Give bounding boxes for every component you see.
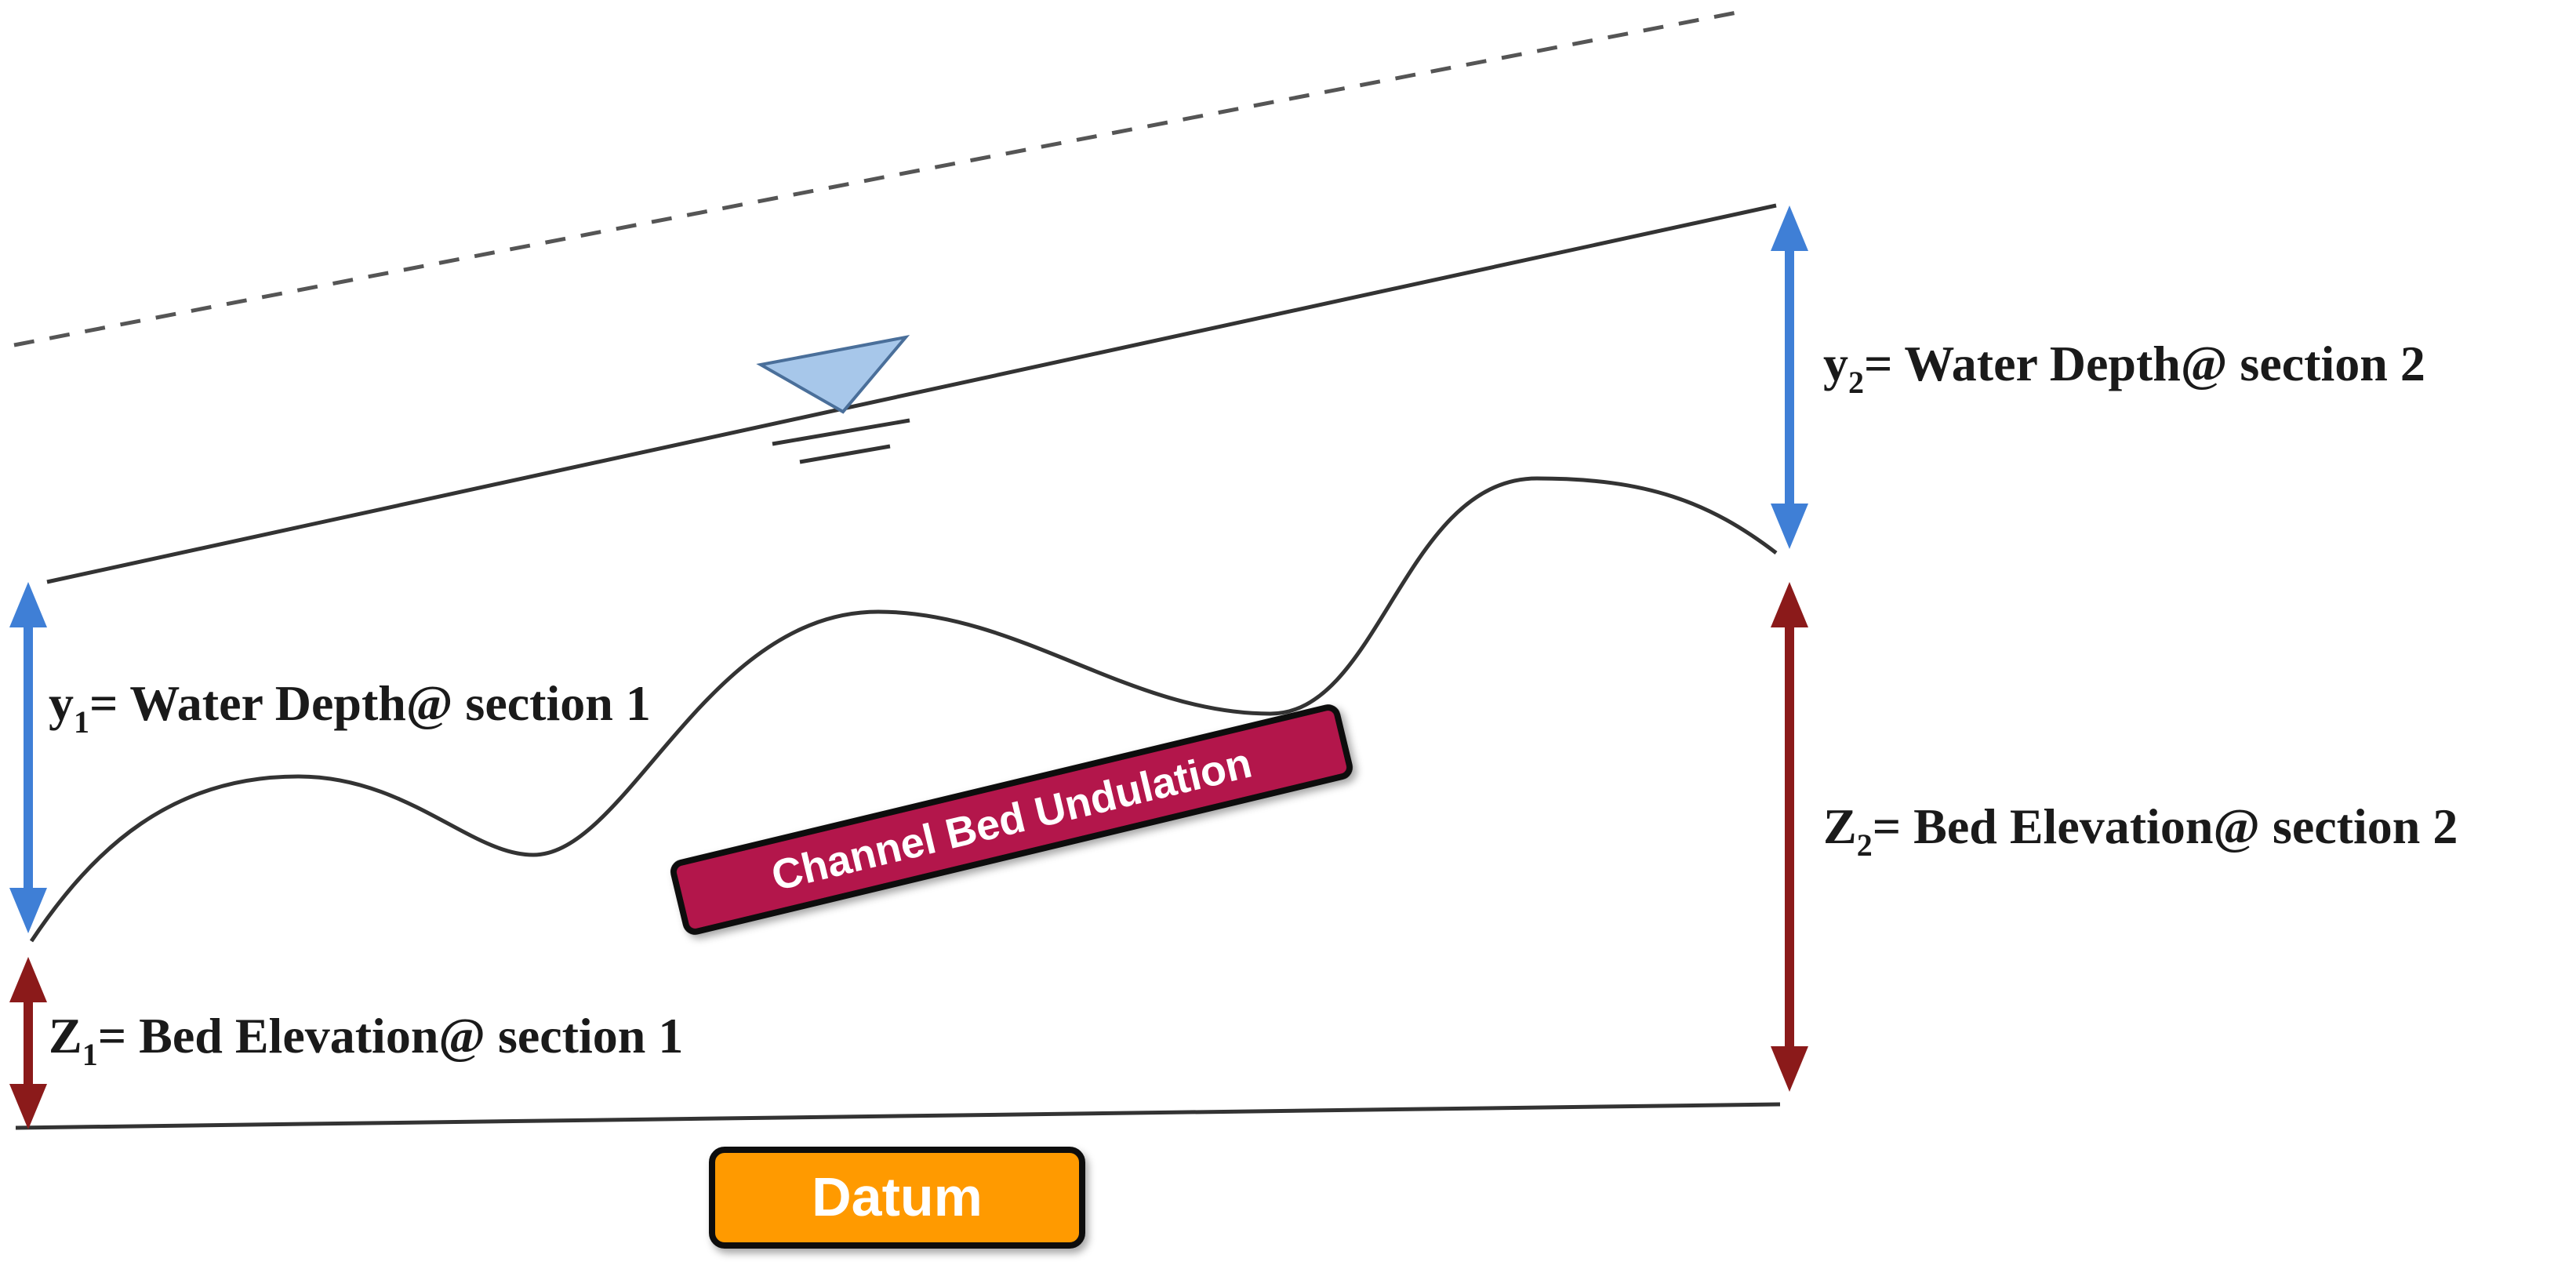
datum-text: Datum bbox=[812, 1166, 983, 1227]
z1-label: Z1= Bed Elevation@ section 1 bbox=[49, 1008, 683, 1072]
energy-grade-line bbox=[13, 9, 1742, 347]
y2-water-depth-arrow bbox=[1771, 205, 1808, 549]
water-surface-triangle-icon bbox=[756, 334, 910, 464]
datum-badge: Datum bbox=[709, 1147, 1085, 1249]
channel-bed-curve bbox=[29, 476, 1778, 943]
y1-water-depth-arrow bbox=[9, 582, 47, 933]
y1-label: y1= Water Depth@ section 1 bbox=[49, 675, 651, 740]
z2-label: Z2= Bed Elevation@ section 2 bbox=[1823, 798, 2458, 863]
z1-bed-elevation-arrow bbox=[9, 957, 47, 1129]
channel-bed-undulation-text: Channel Bed Undulation bbox=[767, 740, 1256, 900]
water-surface-line bbox=[46, 203, 1777, 584]
channel-bed-undulation-badge: Channel Bed Undulation bbox=[670, 704, 1353, 935]
z2-bed-elevation-arrow bbox=[1771, 582, 1808, 1092]
datum-line bbox=[15, 1102, 1781, 1130]
y2-label: y2= Water Depth@ section 2 bbox=[1823, 336, 2425, 400]
